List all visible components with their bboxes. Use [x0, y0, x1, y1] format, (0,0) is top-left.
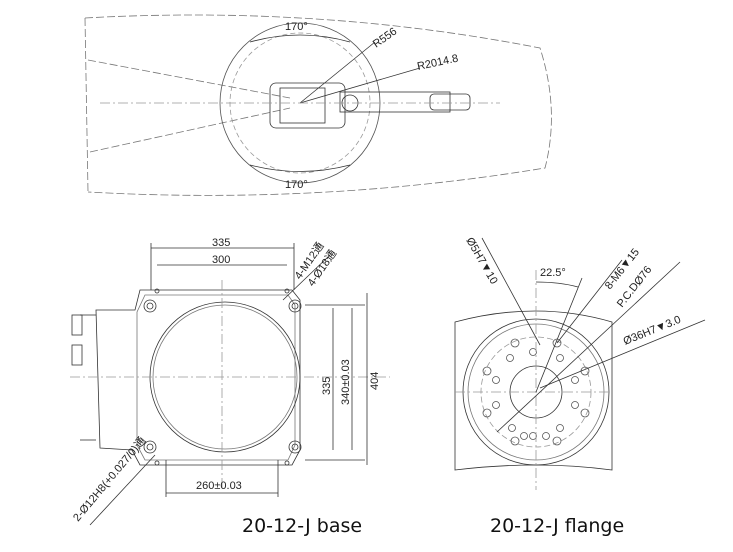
width-300-label: 300: [212, 254, 230, 266]
radius-outer-label: R2014.8: [416, 53, 459, 73]
base-view: 335 300 4-M12通 4-Ø18通 335 340±0.03 404 2…: [70, 237, 390, 526]
radius-inner-label: R556: [371, 26, 399, 51]
height-340-label: 340±0.03: [340, 359, 352, 405]
angle-label: 22.5°: [540, 267, 566, 279]
pin-spacing-label: 260±0.03: [196, 480, 242, 492]
bore-label: Ø36H7▼3.0: [622, 314, 683, 348]
angle-top-label: 170°: [285, 21, 308, 33]
height-335-label: 335: [321, 377, 333, 395]
flange-view: 22.5° Ø5H7▼10 8-M6▼15 P.C.DØ76 Ø36H7▼3.0: [454, 236, 706, 490]
flange-caption: 20-12-J flange: [490, 515, 625, 537]
width-335-label: 335: [212, 237, 230, 249]
angle-bottom-label: 170°: [285, 179, 308, 191]
base-caption: 20-12-J base: [242, 515, 363, 537]
top-view-work-envelope: 170° 170° R556 R2014.8: [84, 14, 552, 196]
pin-holes-label: 2-Ø12H8(+0.027/0)通: [70, 434, 148, 524]
height-404-label: 404: [369, 372, 381, 390]
